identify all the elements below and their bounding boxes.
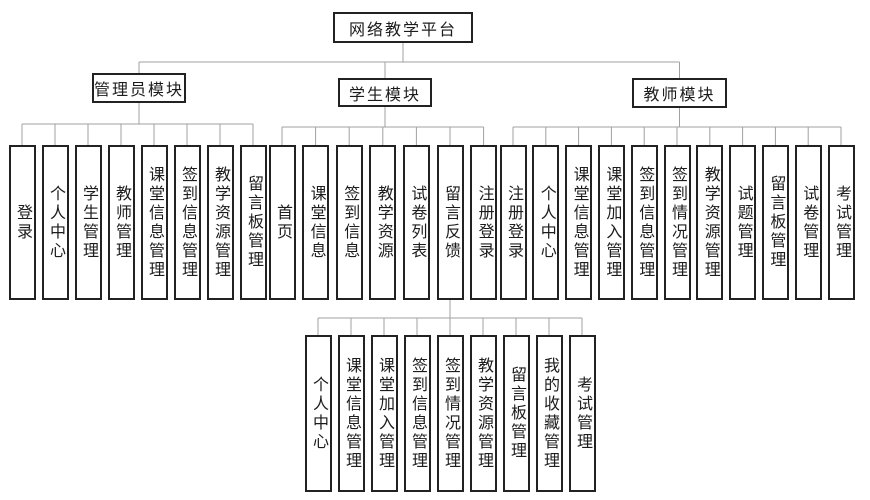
tree-node-1-3: 教学资源 [369,145,397,300]
tree-node-2-6: 教学资源管理 [696,145,724,300]
tree-node-label: 教学资源管理 [701,165,719,280]
tree-node-label: 教学资源管理 [212,165,229,280]
tree-node-label: 留言板管理 [767,175,785,270]
tree-node-0-5: 签到信息管理 [173,145,201,300]
tree-node-label: 注册登录 [505,184,522,261]
tree-node-0-2: 学生管理 [74,145,102,300]
tree-node-sub-8: 考试管理 [568,335,596,492]
tree-node-label: 个人中心 [537,184,555,261]
tree-node-sub-7: 我的收藏管理 [535,335,563,492]
tree-node-2-1: 个人中心 [532,145,560,300]
tree-node-1-0: 首页 [268,145,296,300]
tree-node-label: 试题管理 [734,184,752,261]
tree-node-label: 签到情况管理 [442,356,459,471]
tree-node-2-4: 签到信息管理 [630,145,658,300]
tree-node-sub-5: 教学资源管理 [469,335,497,492]
tree-node-2-8: 留言板管理 [761,145,789,300]
tree-node-2-9: 试卷管理 [794,145,822,300]
tree-node-label: 试卷管理 [800,184,818,261]
module-node-admin: 管理员模块 [92,73,186,103]
tree-node-1-6: 注册登录 [470,145,498,300]
tree-node-0-4: 课堂信息管理 [140,145,168,300]
tree-node-0-6: 教学资源管理 [206,145,234,300]
tree-node-label: 教学资源管理 [475,356,492,471]
tree-node-sub-2: 课堂加入管理 [370,335,398,492]
tree-node-label: 学生管理 [80,184,97,261]
tree-node-0-1: 个人中心 [41,145,69,300]
tree-node-label: 留言板管理 [508,366,525,461]
tree-node-label: 考试管理 [574,375,591,452]
tree-node-label: 试卷列表 [408,184,426,261]
tree-node-label: 首页 [274,203,291,242]
tree-node-label: 课堂信息管理 [146,165,163,280]
tree-node-2-5: 签到情况管理 [663,145,691,300]
tree-node-2-3: 课堂加入管理 [597,145,625,300]
tree-node-label: 签到信息管理 [409,356,426,471]
tree-node-label: 签到情况管理 [669,165,686,280]
tree-node-sub-6: 留言板管理 [502,335,530,492]
tree-node-1-1: 课堂信息 [302,145,330,300]
tree-node-label: 考试管理 [833,184,850,261]
tree-node-0-3: 教师管理 [107,145,135,300]
tree-node-label: 留言板管理 [245,175,262,270]
tree-node-1-4: 试卷列表 [402,145,430,300]
tree-node-label: 个人中心 [47,184,64,261]
module-node-teacher: 教师模块 [632,78,727,108]
tree-node-0-0: 登录 [8,145,36,300]
tree-node-label: 课堂信息管理 [343,356,360,471]
tree-node-label: 个人中心 [310,375,327,452]
tree-node-label: 课堂加入管理 [603,165,621,280]
tree-node-label: 签到信息管理 [179,165,196,280]
tree-node-label: 课堂信息管理 [570,165,588,280]
tree-node-label: 课堂信息 [307,184,325,261]
root-node: 网络教学平台 [333,12,473,43]
tree-node-label: 教师管理 [113,184,130,261]
tree-node-sub-1: 课堂信息管理 [337,335,365,492]
tree-node-label: 签到信息管理 [636,165,654,280]
tree-node-1-5: 留言反馈 [436,145,464,300]
tree-node-label: 签到信息 [341,184,359,261]
tree-node-2-0: 注册登录 [499,145,527,300]
tree-node-sub-0: 个人中心 [304,335,332,492]
tree-node-label: 教学资源 [374,184,392,261]
tree-node-label: 课堂加入管理 [376,356,393,471]
tree-node-2-7: 试题管理 [729,145,757,300]
tree-node-sub-4: 签到情况管理 [436,335,464,492]
tree-node-sub-3: 签到信息管理 [403,335,431,492]
tree-node-label: 留言反馈 [442,184,459,261]
tree-node-label: 登录 [14,203,31,242]
tree-node-2-10: 考试管理 [827,145,855,300]
module-node-student: 学生模块 [338,78,432,107]
tree-node-2-2: 课堂信息管理 [565,145,593,300]
tree-node-1-2: 签到信息 [335,145,363,300]
tree-node-0-7: 留言板管理 [239,145,267,300]
tree-node-label: 我的收藏管理 [541,356,558,471]
tree-node-label: 注册登录 [475,184,493,261]
